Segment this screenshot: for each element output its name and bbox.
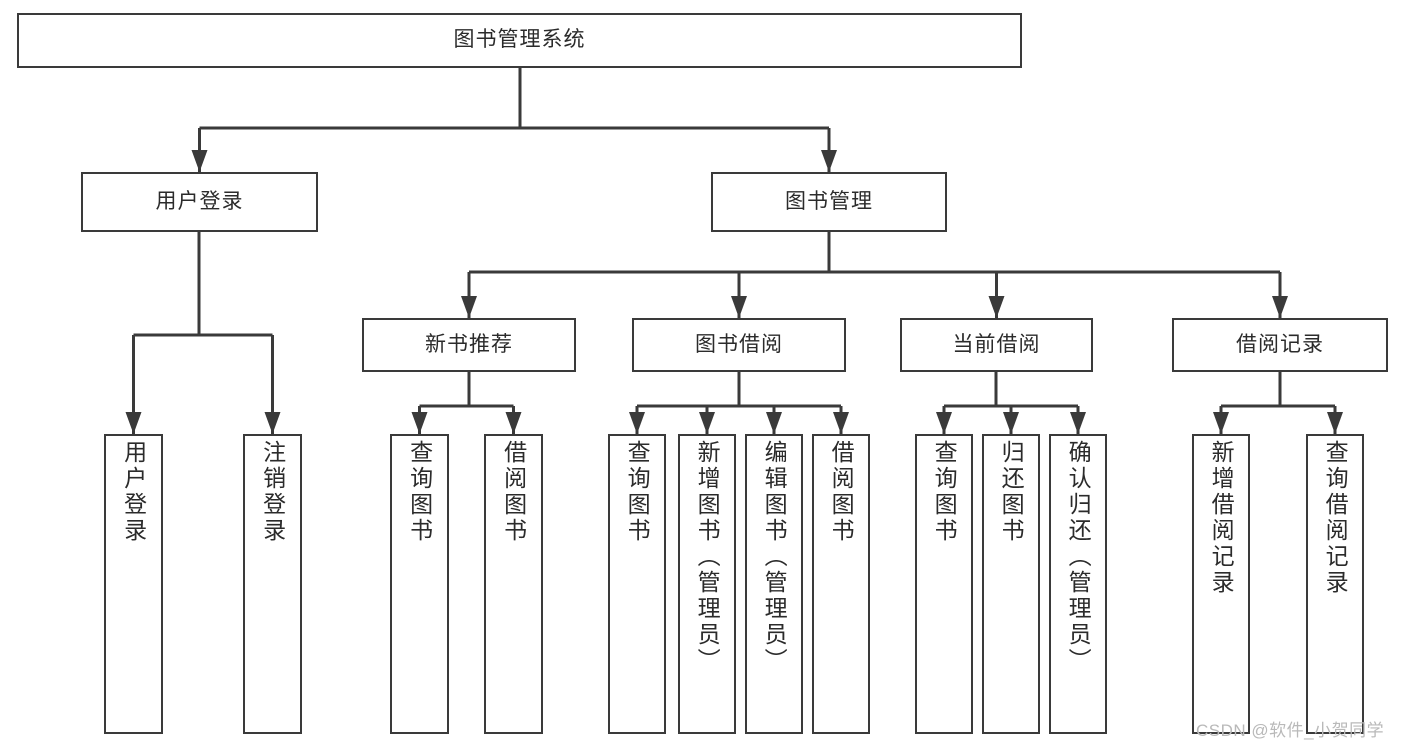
arrowhead <box>731 296 747 318</box>
node-leaf_query_record[interactable]: 查询借阅记录 <box>1306 434 1364 734</box>
arrowhead <box>1272 296 1288 318</box>
node-leaf_query_book_1[interactable]: 查询图书 <box>390 434 449 734</box>
node-label: 新增借阅记录 <box>1208 440 1235 596</box>
arrowhead <box>936 412 952 434</box>
node-label: 确认归还（管理员） <box>1065 440 1092 674</box>
node-leaf_logout[interactable]: 注销登录 <box>243 434 302 734</box>
node-label: 用户登录 <box>155 189 244 213</box>
arrowhead <box>264 412 281 434</box>
arrowhead <box>505 412 522 434</box>
node-label: 图书管理系统 <box>453 28 586 52</box>
node-current_borrow[interactable]: 当前借阅 <box>900 318 1093 372</box>
node-label: 图书借阅 <box>695 332 783 356</box>
node-borrow_record[interactable]: 借阅记录 <box>1172 318 1388 372</box>
arrowhead <box>699 412 715 434</box>
arrowhead <box>125 412 142 434</box>
node-label: 注销登录 <box>259 440 286 544</box>
node-leaf_user_login[interactable]: 用户登录 <box>104 434 163 734</box>
arrowhead <box>833 412 849 434</box>
watermark-label: CSDN @软件_小贺同学 <box>1196 721 1385 740</box>
node-label: 归还图书 <box>998 440 1025 544</box>
node-leaf_query_book_2[interactable]: 查询图书 <box>608 434 666 734</box>
node-leaf_add_record[interactable]: 新增借阅记录 <box>1192 434 1250 734</box>
node-label: 当前借阅 <box>952 332 1041 356</box>
node-root[interactable]: 图书管理系统 <box>17 13 1022 68</box>
node-label: 借阅记录 <box>1236 332 1324 356</box>
node-new_book_rec[interactable]: 新书推荐 <box>362 318 576 372</box>
arrowhead <box>1327 412 1343 434</box>
arrowhead <box>766 412 782 434</box>
node-label: 借阅图书 <box>500 440 527 544</box>
node-label: 图书管理 <box>785 189 873 213</box>
arrowhead <box>1070 412 1086 434</box>
arrowhead <box>821 150 837 172</box>
arrowhead <box>629 412 645 434</box>
arrowhead <box>191 150 208 172</box>
node-label: 用户登录 <box>120 440 147 544</box>
node-leaf_confirm_return[interactable]: 确认归还（管理员） <box>1049 434 1107 734</box>
node-label: 借阅图书 <box>828 440 855 544</box>
node-leaf_query_book_3[interactable]: 查询图书 <box>915 434 973 734</box>
node-label: 查询图书 <box>406 440 433 544</box>
node-book_mgmt[interactable]: 图书管理 <box>711 172 947 232</box>
arrowhead <box>1003 412 1019 434</box>
node-user_login[interactable]: 用户登录 <box>81 172 318 232</box>
arrowhead <box>1213 412 1229 434</box>
node-book_borrow[interactable]: 图书借阅 <box>632 318 846 372</box>
node-leaf_edit_book[interactable]: 编辑图书（管理员） <box>745 434 803 734</box>
node-label: 查询图书 <box>931 440 958 544</box>
node-label: 查询借阅记录 <box>1322 440 1349 596</box>
node-leaf_return_book[interactable]: 归还图书 <box>982 434 1040 734</box>
node-label: 查询图书 <box>624 440 651 544</box>
node-label: 新书推荐 <box>425 332 513 356</box>
node-leaf_add_book[interactable]: 新增图书（管理员） <box>678 434 736 734</box>
node-leaf_borrow_book_2[interactable]: 借阅图书 <box>812 434 870 734</box>
arrowhead <box>988 296 1005 318</box>
arrowhead <box>461 296 477 318</box>
node-leaf_borrow_book_1[interactable]: 借阅图书 <box>484 434 543 734</box>
node-label: 新增图书（管理员） <box>694 440 721 674</box>
arrowhead <box>411 412 428 434</box>
node-label: 编辑图书（管理员） <box>761 440 788 674</box>
